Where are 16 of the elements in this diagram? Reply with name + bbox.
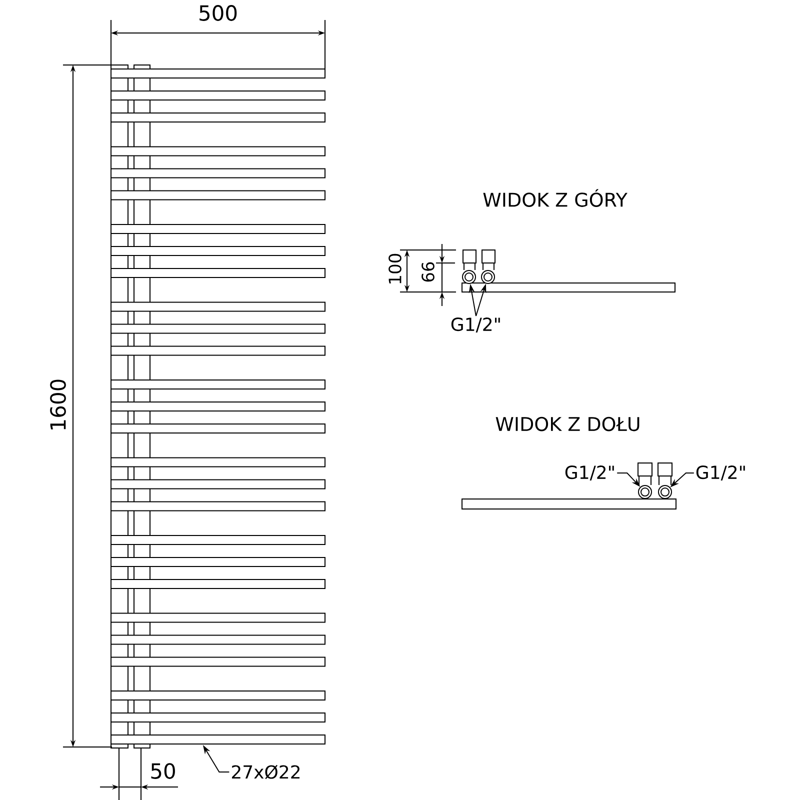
pipe-connection bbox=[658, 485, 672, 499]
dimension-text: 500 bbox=[200, 5, 237, 21]
pipe-connection bbox=[481, 270, 495, 284]
callout-text: G1/2" bbox=[451, 317, 500, 333]
dimension-text: 50 bbox=[151, 763, 175, 779]
callout-text: G1/2" bbox=[565, 466, 614, 481]
towel-bar bbox=[110, 734, 326, 744]
callout-text: 27xØ22 bbox=[232, 764, 300, 780]
pipe-connection bbox=[462, 270, 476, 284]
view-title: WIDOK Z GÓRY bbox=[483, 189, 628, 207]
pipe-connection bbox=[638, 485, 652, 499]
dimension-text: 66 bbox=[422, 262, 434, 282]
dimension-text: 100 bbox=[388, 254, 402, 284]
callout-text: G1/2" bbox=[696, 466, 745, 481]
dimension-text: 1600 bbox=[50, 380, 66, 430]
view-title: WIDOK Z DOŁU bbox=[496, 416, 640, 432]
